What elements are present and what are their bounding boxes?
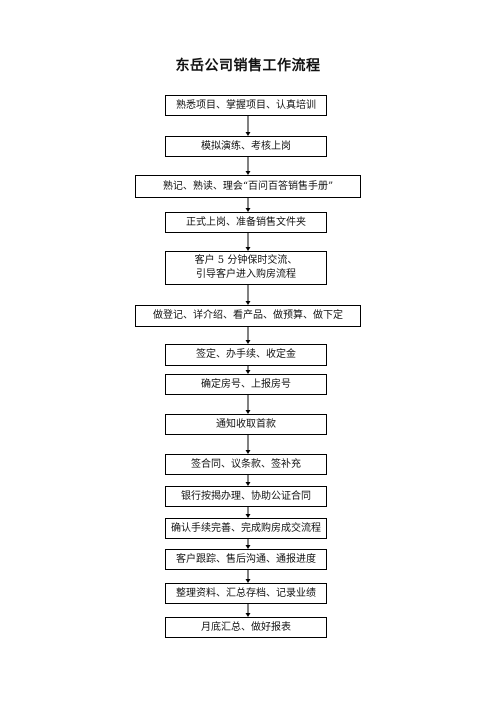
arrow-head-icon	[245, 370, 251, 374]
flow-step-monthly-report: 月底汇总、做好报表	[165, 617, 327, 638]
flow-step-registration: 做登记、详介绍、看产品、做预算、做下定	[135, 305, 361, 327]
arrow-head-icon	[245, 410, 251, 414]
flow-step-follow-up: 客户跟踪、售后沟通、通报进度	[165, 549, 327, 570]
flow-step-deposit: 签定、办手续、收定金	[165, 344, 327, 366]
flow-step-customer-contact: 客户 5 分钟保时交流、 引导客户进入购房流程	[165, 251, 327, 285]
flow-step-contract: 签合同、议条款、签补充	[165, 454, 327, 475]
flow-step-down-payment: 通知收取首款	[165, 414, 327, 435]
arrow-head-icon	[245, 450, 251, 454]
arrow-head-icon	[245, 514, 251, 518]
arrow-head-icon	[245, 301, 251, 305]
flow-step-training: 熟悉项目、掌握项目、认真培训	[165, 95, 327, 116]
arrow-head-icon	[245, 247, 251, 251]
flow-step-mortgage: 银行按揭办理、协助公证合同	[165, 486, 327, 507]
arrow-head-icon	[245, 482, 251, 486]
flow-step-onboard: 正式上岗、准备销售文件夹	[165, 212, 327, 233]
page-title: 东岳公司销售工作流程	[175, 58, 321, 74]
arrow-head-icon	[245, 579, 251, 583]
flow-step-simulation: 模拟演练、考核上岗	[165, 136, 327, 157]
flow-step-archive: 整理资料、汇总存档、记录业绩	[165, 583, 327, 604]
arrow-head-icon	[245, 208, 251, 212]
flow-step-room-number: 确定房号、上报房号	[165, 374, 327, 395]
flow-step-handbook: 熟记、熟读、理会“百问百答销售手册”	[135, 175, 361, 198]
arrow-head-icon	[245, 545, 251, 549]
arrow-head-icon	[245, 171, 251, 175]
arrow-head-icon	[245, 132, 251, 136]
flow-step-completion: 确认手续完善、完成购房成交流程	[165, 518, 327, 539]
arrow-head-icon	[245, 340, 251, 344]
arrow-head-icon	[245, 613, 251, 617]
